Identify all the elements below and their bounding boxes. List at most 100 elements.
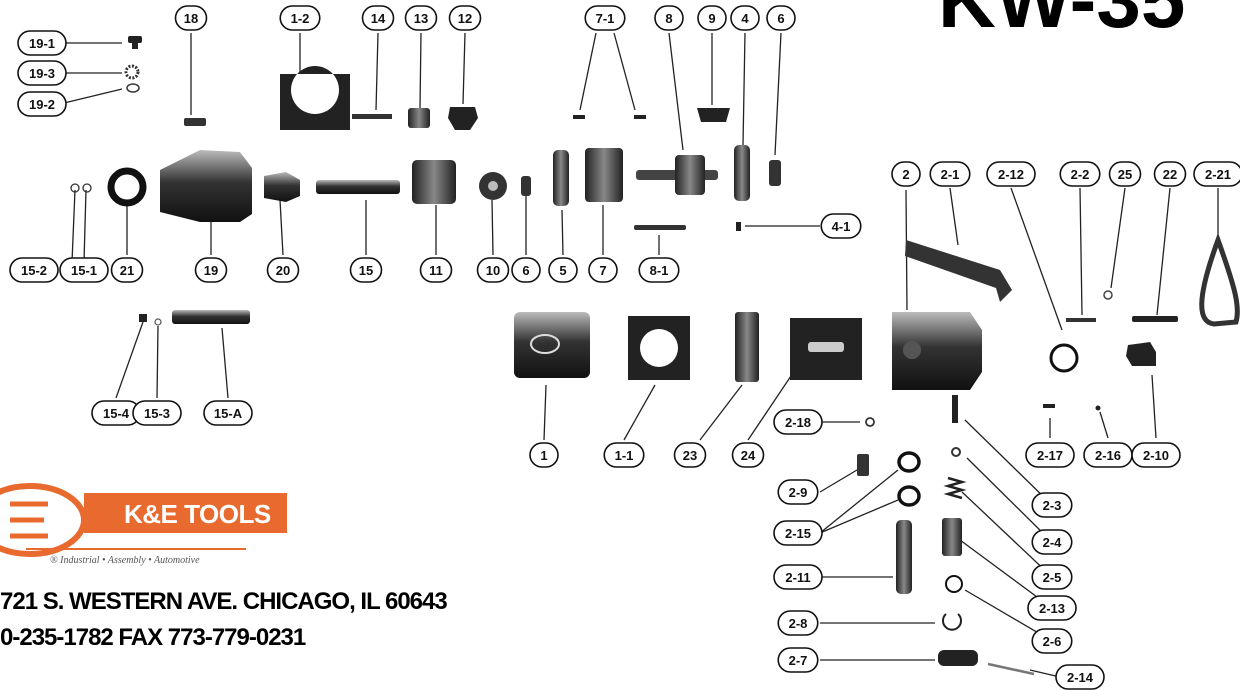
callout-label: 15-4 [103,406,130,421]
callout-bubble [929,161,971,187]
callout-label: 23 [683,448,697,463]
callout-label: 2-11 [785,570,810,585]
callout-bubble [361,5,395,31]
part-11-cage [412,160,456,204]
registered-mark: ® [50,555,58,566]
part-callout: 15 [349,257,383,283]
part-callout: 23 [673,442,707,468]
part-1-1-gasket [628,316,690,380]
callout-label: 15-1 [71,263,97,278]
part-23-muffler [735,312,759,382]
part-callout: 15-A [203,400,253,426]
part-2-17-pin [1043,404,1055,408]
callout-label: 8-1 [650,263,669,278]
part-callout: 2-14 [1055,664,1105,690]
callout-label: 2-1 [941,167,960,182]
callout-bubble [588,257,618,283]
callout-label: 1-1 [615,448,634,463]
callout-label: 15-2 [21,263,47,278]
part-callout: 2-2 [1059,161,1101,187]
part-2-8-retaining-ring [942,613,962,631]
callout-label: 14 [371,11,386,26]
part-4-end-plate [734,145,750,201]
part-callout: 2 [891,161,921,187]
callout-label: 7-1 [596,11,615,26]
part-15-a-anvil [172,310,250,324]
callout-bubble [59,257,109,283]
part-callout: 2-9 [777,479,819,505]
part-callout: 2-8 [777,610,819,636]
callout-bubble [511,257,541,283]
callout-bubble [1031,529,1073,555]
callout-label: 11 [429,263,443,278]
part-callout: 2-15 [773,520,823,546]
callout-label: 21 [120,263,134,278]
part-callout: 18 [174,5,208,31]
part-6-bearing-right [769,160,781,186]
brand-name: K&E TOOLS [84,493,287,533]
callout-label: 2-10 [1143,448,1169,463]
part-19-1-screw-head [128,36,142,43]
callout-label: 2-2 [1071,167,1090,182]
part-2-9-screw [857,454,869,476]
callout-label: 6 [522,263,529,278]
callout-bubble [349,257,383,283]
part-4-1-pin [736,222,741,231]
callout-bubble [730,5,760,31]
part-1-back-cap [514,312,590,378]
part-callout: 2-10 [1131,442,1181,468]
callout-label: 2-8 [789,616,808,631]
callout-label: 2-7 [789,653,808,668]
callout-label: 2-15 [785,526,811,541]
part-22-screw [1132,316,1178,322]
part-2-5-spring [943,476,967,500]
part-15-3-ring [154,318,162,326]
part-2-12-o-ring [1049,343,1079,373]
callout-label: 24 [741,448,756,463]
callout-bubble [1027,595,1077,621]
callout-bubble [773,409,823,435]
callout-bubble [132,400,182,426]
callout-label: 18 [184,11,198,26]
callout-label: 2-4 [1043,535,1063,550]
part-14-pin [352,114,392,119]
callout-bubble [820,213,862,239]
part-callout: 4-1 [820,213,862,239]
callout-bubble [548,257,578,283]
callout-bubble [1059,161,1101,187]
part-2-housing [892,312,982,390]
part-callout: 15-2 [9,257,59,283]
part-10-bearing-center [488,181,498,191]
callout-bubble [1025,442,1075,468]
part-callout: 22 [1153,161,1187,187]
part-callout: 2-5 [1031,564,1073,590]
part-callout: 14 [361,5,395,31]
part-2-housing-port [903,341,921,359]
callout-bubble [1055,664,1105,690]
callout-bubble [697,5,727,31]
part-24-vents [808,342,844,352]
callout-bubble [266,257,300,283]
part-callout: 19 [194,257,228,283]
callout-label: 2-12 [998,167,1024,182]
callout-label: 2-5 [1043,570,1062,585]
callout-bubble [673,442,707,468]
callout-label: 2-6 [1043,634,1062,649]
callout-bubble [1131,442,1181,468]
part-callout: 15-4 [91,400,141,426]
part-callout: 7-1 [584,5,626,31]
part-callout: 2-21 [1193,161,1240,187]
part-callout: 2-7 [777,647,819,673]
part-callout: 19-3 [17,60,67,86]
callout-bubble [448,5,482,31]
callout-bubble [194,257,228,283]
part-2-6-o-ring [945,575,963,593]
callout-bubble [419,257,453,283]
callout-label: 1 [540,448,547,463]
callout-label: 19-1 [29,36,55,51]
part-2-15-o-ring-a [897,451,921,473]
callout-bubble [529,442,559,468]
callout-bubble [773,520,823,546]
